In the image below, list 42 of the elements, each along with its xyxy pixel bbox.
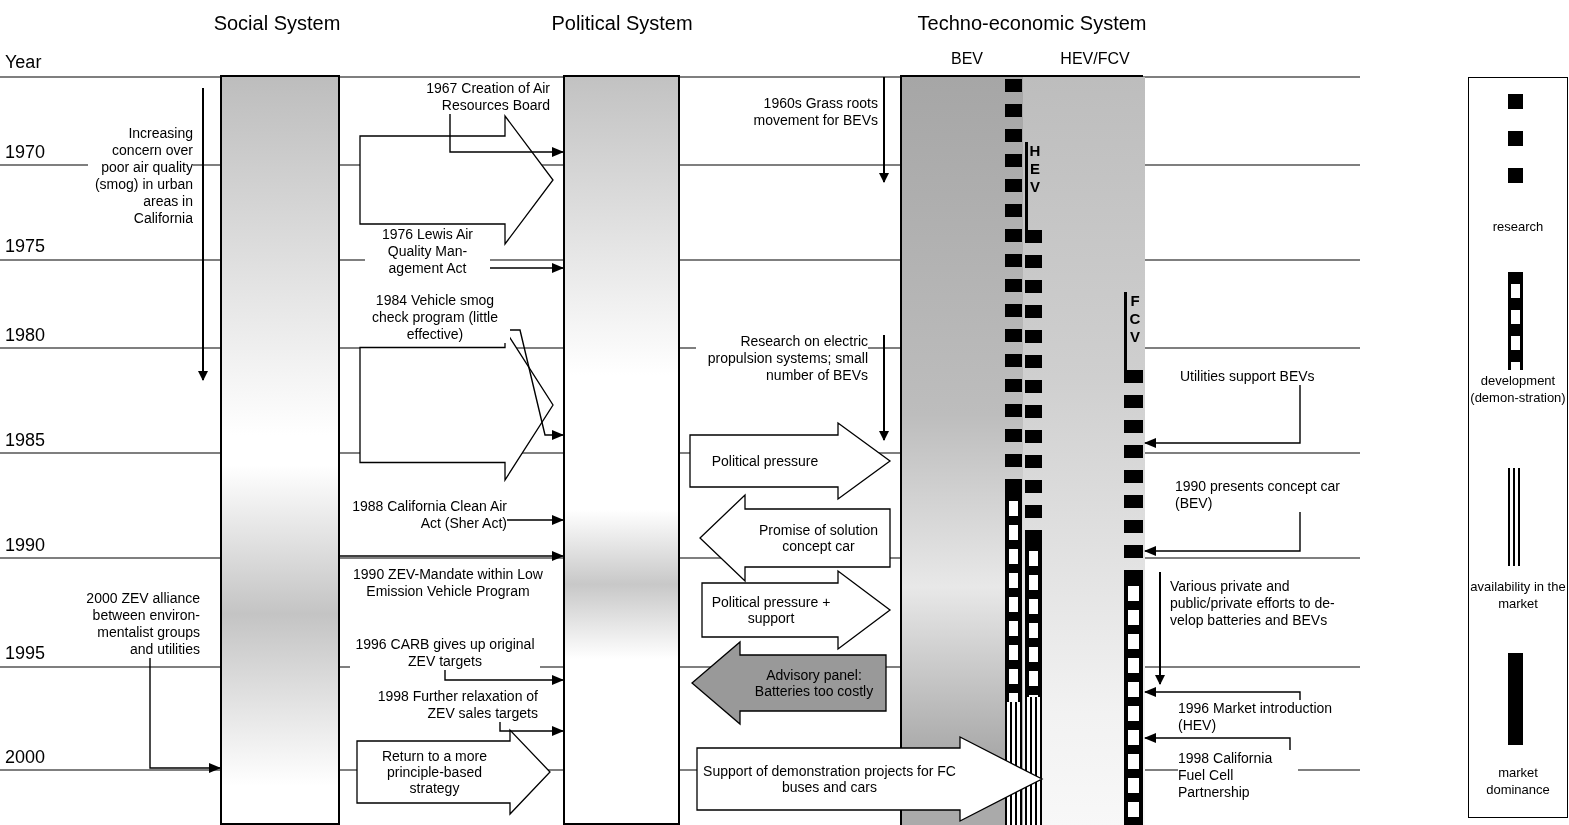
arrow <box>1144 511 1301 556</box>
arrow <box>509 329 564 440</box>
event-text: 1976 Lewis Air Quality Man-agement Act <box>365 226 490 277</box>
strip-label: FCV <box>1128 292 1142 346</box>
event-text: 1990 presents concept car (BEV) <box>1175 478 1340 512</box>
legend-text: research <box>1491 218 1545 235</box>
edge-label: Political pressure + support <box>710 594 832 626</box>
arrow <box>149 657 221 773</box>
technology-strip <box>1025 142 1042 825</box>
legend-text: market dominance <box>1485 764 1551 798</box>
block-arrow <box>356 728 551 816</box>
technology-strip <box>1005 79 1022 825</box>
edge-label: Return to a more principle-based strategy <box>380 748 489 796</box>
arrow <box>339 551 564 561</box>
arrow <box>449 113 564 157</box>
column-heading: Techno-economic System <box>917 12 1147 35</box>
legend-text: availability in the market <box>1470 578 1566 612</box>
block-arrow <box>359 114 554 246</box>
legend-text: development (demon-stration) <box>1470 372 1566 406</box>
edge-label: Promise of solution concept car <box>757 522 880 554</box>
block-arrow <box>689 421 892 501</box>
arrow <box>1144 733 1291 751</box>
arrow <box>499 721 564 736</box>
arrow <box>489 263 564 273</box>
event-text: 1996 CARB gives up original ZEV targets <box>350 636 540 670</box>
edge-label: Support of demonstration projects for FC buses and cars <box>702 763 957 795</box>
arrow <box>444 669 564 685</box>
technology-strip <box>1124 292 1143 825</box>
arrow <box>506 515 564 525</box>
block-arrow <box>696 735 1044 823</box>
column-heading: Social System <box>213 12 341 35</box>
edge-label: Advisory panel: Batteries too costly <box>753 667 875 699</box>
block-arrow <box>701 569 892 651</box>
strip-label: HEV <box>1028 142 1042 196</box>
event-text: 1998 California Fuel Cell Partnership <box>1178 750 1298 801</box>
column-heading: Political System <box>551 12 693 35</box>
arrow <box>1144 687 1301 701</box>
edge-label: Political pressure <box>710 453 820 469</box>
event-text: 1990 ZEV-Mandate within Low Emission Vehicle Program <box>352 566 544 600</box>
arrow <box>1144 384 1301 448</box>
block-arrow <box>691 640 887 726</box>
block-arrow <box>699 493 891 583</box>
